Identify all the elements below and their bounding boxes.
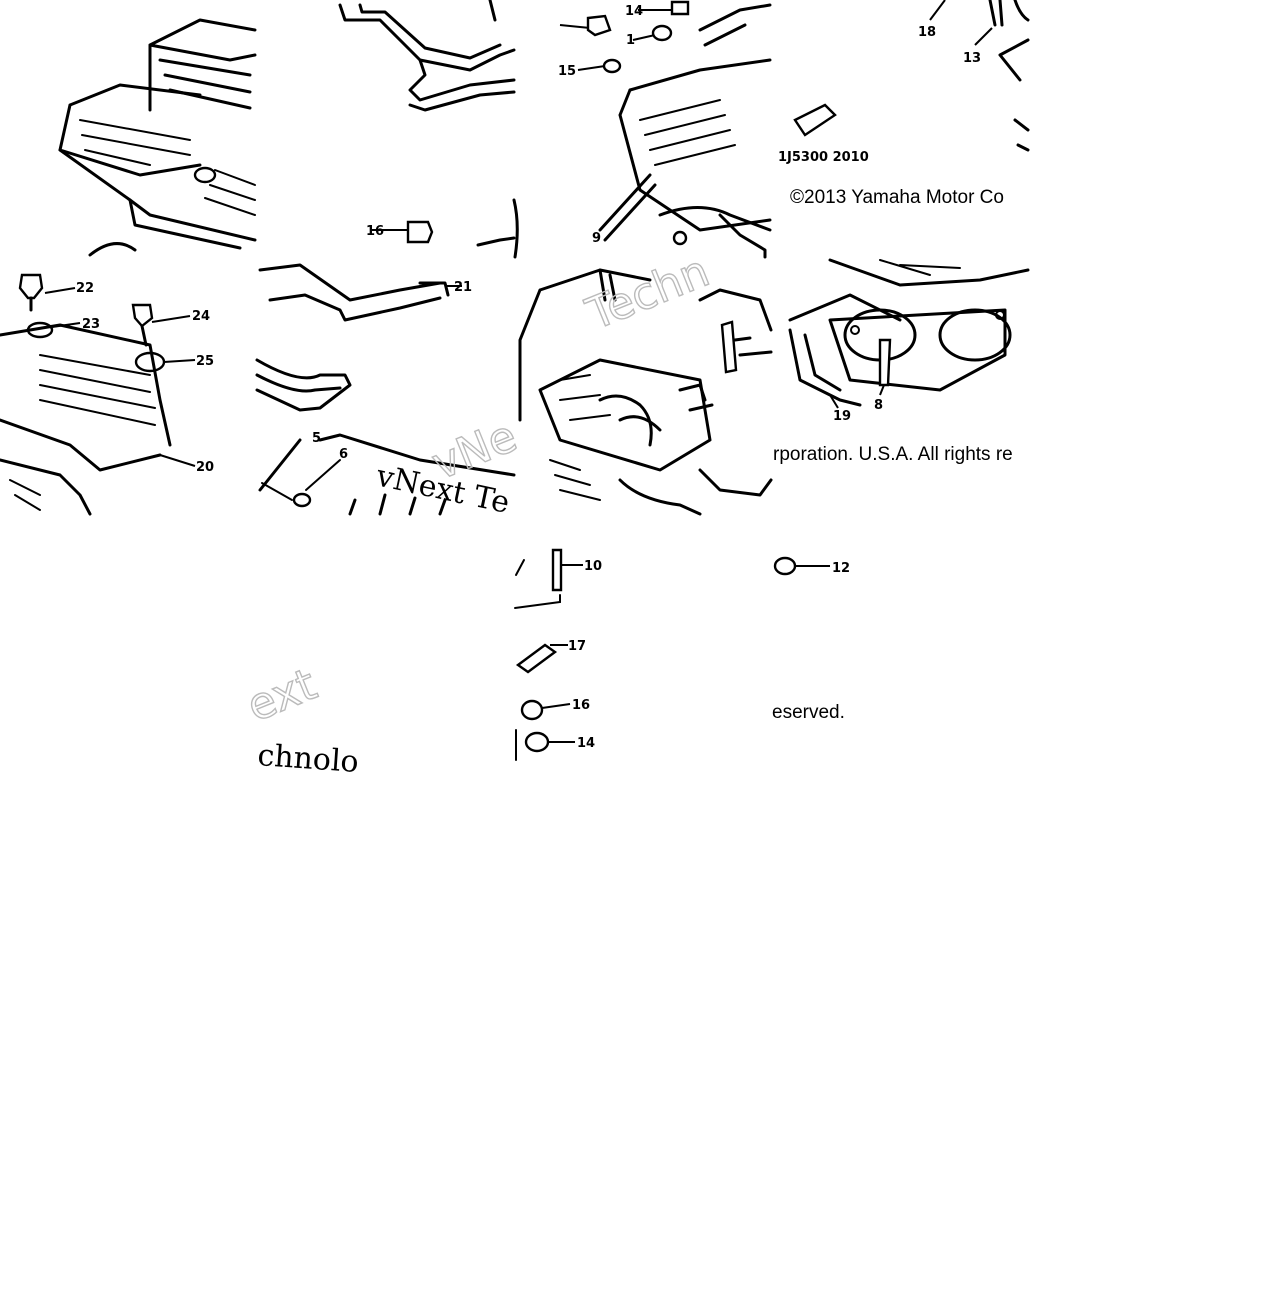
callout-6: 6 (339, 447, 348, 462)
cylinder-gasket-drawing (788, 258, 1030, 409)
copyright-line-3: eserved. (772, 702, 845, 723)
watermark-fragment-2: chnolo (256, 738, 359, 780)
gasket-drawing (255, 263, 516, 516)
head-cover-gasket-drawing (338, 0, 516, 247)
callout-16-upper: 16 (366, 224, 384, 239)
cylinder-head-cover-drawing (58, 18, 257, 257)
callout-8: 8 (874, 398, 883, 413)
callout-21: 21 (454, 280, 472, 295)
callout-5: 5 (312, 431, 321, 446)
cylinder-head-drawing (512, 0, 772, 259)
callout-14-upper: 14 (625, 4, 643, 19)
copyright-line-1: ©2013 Yamaha Motor Co (790, 187, 1004, 208)
callout-19: 19 (833, 409, 851, 424)
callout-24: 24 (192, 309, 210, 324)
callout-1: 1 (626, 33, 635, 48)
callout-20: 20 (196, 460, 214, 475)
head-cover-fasteners-drawing (0, 273, 196, 516)
loose-parts-drawing (514, 548, 830, 761)
part-code: 1J5300 2010 (778, 150, 869, 165)
watermark-fragment-3: ext (240, 659, 324, 732)
callout-15: 15 (558, 64, 576, 79)
callout-22: 22 (76, 281, 94, 296)
callout-12: 12 (832, 561, 850, 576)
callout-23: 23 (82, 317, 100, 332)
callout-25: 25 (196, 354, 214, 369)
head-parts-drawing (793, 0, 1030, 152)
callout-18: 18 (918, 25, 936, 40)
callout-9: 9 (592, 231, 601, 246)
callout-10: 10 (584, 559, 602, 574)
callout-17: 17 (568, 639, 586, 654)
callout-13: 13 (963, 51, 981, 66)
callout-16-lower: 16 (572, 698, 590, 713)
callout-14-lower: 14 (577, 736, 595, 751)
copyright-line-2: rporation. U.S.A. All rights re (773, 444, 1013, 465)
watermark-fragment-4: Techn (579, 246, 716, 341)
cylinder-head-assembly-drawing (518, 268, 773, 516)
